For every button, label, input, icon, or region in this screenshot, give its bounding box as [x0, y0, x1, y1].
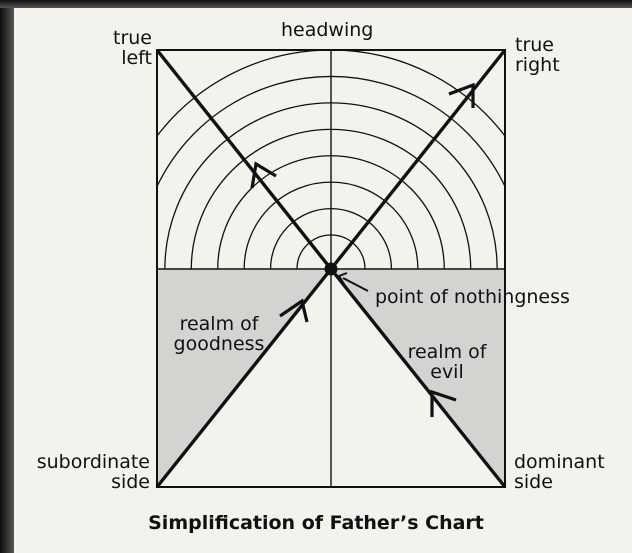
diagonal-true-left: [155, 48, 333, 271]
label-dominant-side-line1: dominant: [514, 451, 605, 473]
arrow-up-right-icon: [448, 82, 475, 108]
diagonal-dominant: [329, 267, 507, 489]
label-true-left-line2: left: [121, 47, 152, 69]
label-true-right: true right: [515, 35, 560, 75]
point-of-nothingness-dot: [324, 262, 338, 276]
photo-edge-top: [0, 0, 632, 8]
label-dominant-side: dominant side: [514, 452, 605, 492]
label-subordinate-side-line1: subordinate: [36, 451, 150, 473]
label-realm-of-evil-line2: evil: [430, 361, 464, 383]
label-realm-of-evil: realm of evil: [402, 342, 492, 382]
label-true-left-line1: true: [113, 27, 152, 49]
chart-frame: [156, 49, 506, 488]
label-subordinate-side-line2: side: [111, 471, 150, 493]
label-realm-of-goodness-line2: goodness: [173, 333, 265, 355]
label-point-of-nothingness: point of nothingness: [375, 286, 570, 308]
label-true-right-line2: right: [515, 54, 560, 76]
label-dominant-side-line2: side: [514, 471, 553, 493]
label-true-left: true left: [94, 28, 152, 68]
arrow-up-left-icon: [250, 161, 277, 189]
point-pointer-arrow-icon: [337, 272, 348, 285]
label-true-right-line1: true: [515, 34, 554, 56]
diagonal-true-right: [329, 48, 507, 271]
label-headwing: headwing: [281, 19, 374, 41]
arrow-up-evil-icon: [430, 389, 457, 417]
label-subordinate-side: subordinate side: [20, 452, 150, 492]
figure-caption: Simplification of Father’s Chart: [148, 512, 484, 534]
arrow-up-goodness-icon: [279, 298, 309, 323]
photo-edge-left: [0, 0, 14, 553]
label-realm-of-goodness-line1: realm of: [179, 313, 259, 335]
label-realm-of-evil-line1: realm of: [407, 341, 487, 363]
label-realm-of-goodness: realm of goodness: [164, 314, 274, 354]
point-pointer-line: [342, 277, 369, 292]
